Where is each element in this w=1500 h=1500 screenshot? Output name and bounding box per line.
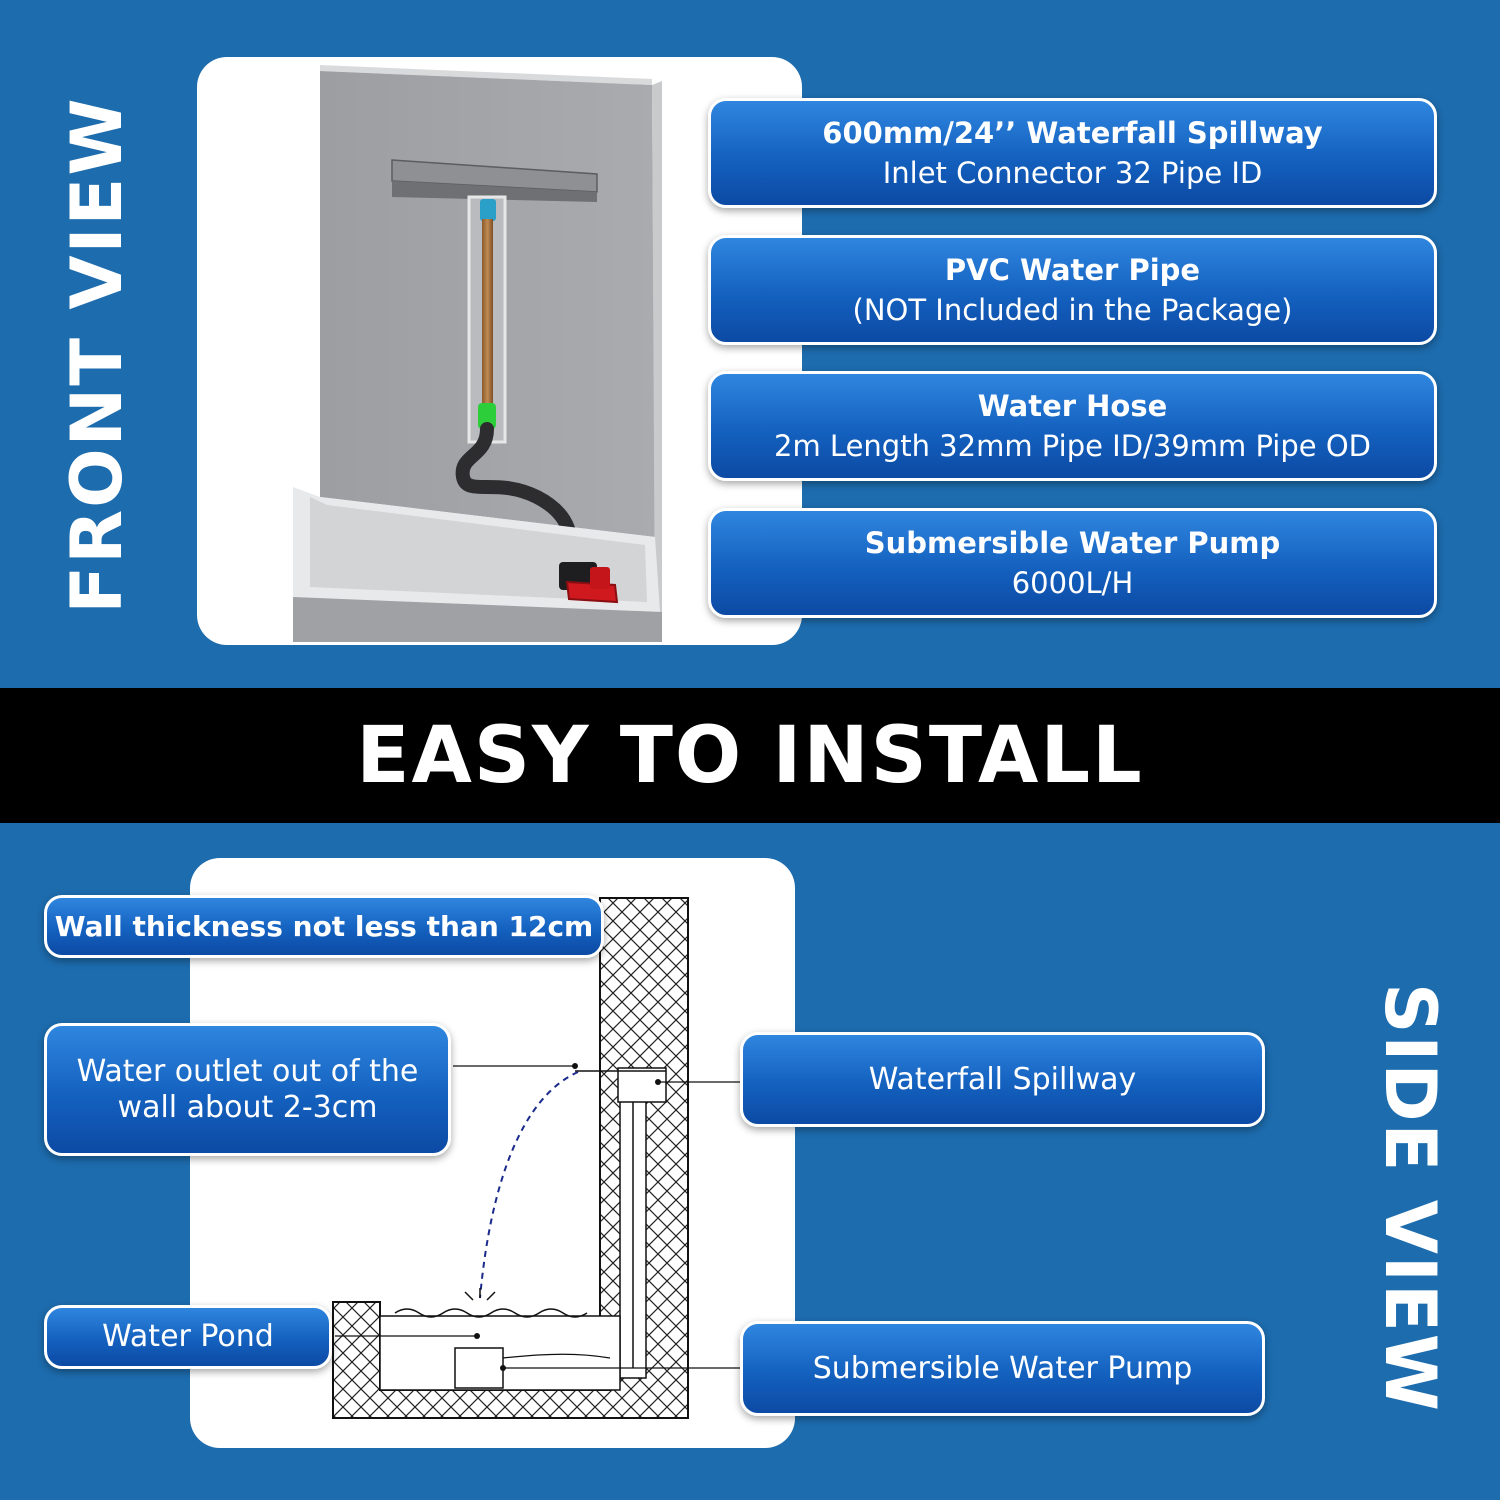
- leader-dot: [655, 1079, 661, 1085]
- callout-side-spillway: Waterfall Spillway: [740, 1032, 1265, 1127]
- callout-title: 600mm/24’’ Waterfall Spillway: [822, 116, 1323, 150]
- inlet-connector: [480, 199, 496, 221]
- pump-symbol: [454, 1347, 504, 1389]
- spillway-lip: [392, 181, 597, 202]
- front-view-render: [293, 65, 662, 642]
- front-view-illustration: [197, 57, 802, 645]
- callout-detail: 6000L/H: [1011, 566, 1134, 600]
- callout-detail: Inlet Connector 32 Pipe ID: [882, 156, 1263, 190]
- callout-water-pump: Submersible Water Pump 6000L/H: [708, 508, 1437, 618]
- callout-text: Wall thickness not less than 12cm: [54, 909, 594, 943]
- callout-pvc-pipe: PVC Water Pipe (NOT Included in the Pack…: [708, 235, 1437, 345]
- wall-top-edge: [320, 65, 652, 85]
- callout-waterfall-spillway: 600mm/24’’ Waterfall Spillway Inlet Conn…: [708, 98, 1437, 208]
- callout-water-outlet: Water outlet out of the wall about 2-3cm: [44, 1023, 451, 1156]
- water-jet: [479, 1071, 579, 1299]
- callout-side-pump: Submersible Water Pump: [740, 1321, 1265, 1416]
- callout-wall-thickness: Wall thickness not less than 12cm: [44, 895, 604, 958]
- leader-dot: [572, 1063, 578, 1069]
- leader-dot: [500, 1365, 506, 1371]
- wall-side: [652, 81, 662, 642]
- callout-line1: Water outlet out of the: [76, 1053, 419, 1089]
- callout-line2: wall about 2-3cm: [117, 1089, 378, 1125]
- hose-connector: [478, 403, 496, 429]
- front-view-label: FRONT VIEW: [56, 96, 138, 614]
- callout-text: Waterfall Spillway: [868, 1061, 1137, 1097]
- callout-title: Submersible Water Pump: [864, 526, 1281, 560]
- basin-front: [293, 597, 662, 642]
- callout-title: Water Hose: [977, 389, 1168, 423]
- callout-water-hose: Water Hose 2m Length 32mm Pipe ID/39mm P…: [708, 371, 1437, 481]
- leader-dot: [474, 1333, 480, 1339]
- spillway-box: [617, 1067, 667, 1103]
- callout-title: PVC Water Pipe: [944, 253, 1201, 287]
- banner-text: EASY TO INSTALL: [356, 710, 1144, 801]
- install-banner: EASY TO INSTALL: [0, 688, 1500, 823]
- side-view-drawing: [332, 897, 740, 1419]
- callout-text: Water Pond: [102, 1319, 274, 1354]
- pump-head: [590, 567, 610, 589]
- side-view-label: SIDE VIEW: [1369, 982, 1451, 1414]
- callout-detail: 2m Length 32mm Pipe ID/39mm Pipe OD: [774, 429, 1371, 463]
- callout-text: Submersible Water Pump: [812, 1350, 1193, 1386]
- pvc-pipe: [482, 219, 493, 404]
- pump-outlet: [502, 1353, 611, 1359]
- callout-detail: (NOT Included in the Package): [852, 293, 1293, 327]
- splash: [464, 1288, 496, 1301]
- water-surface: [394, 1308, 588, 1318]
- callout-water-pond: Water Pond: [44, 1305, 332, 1369]
